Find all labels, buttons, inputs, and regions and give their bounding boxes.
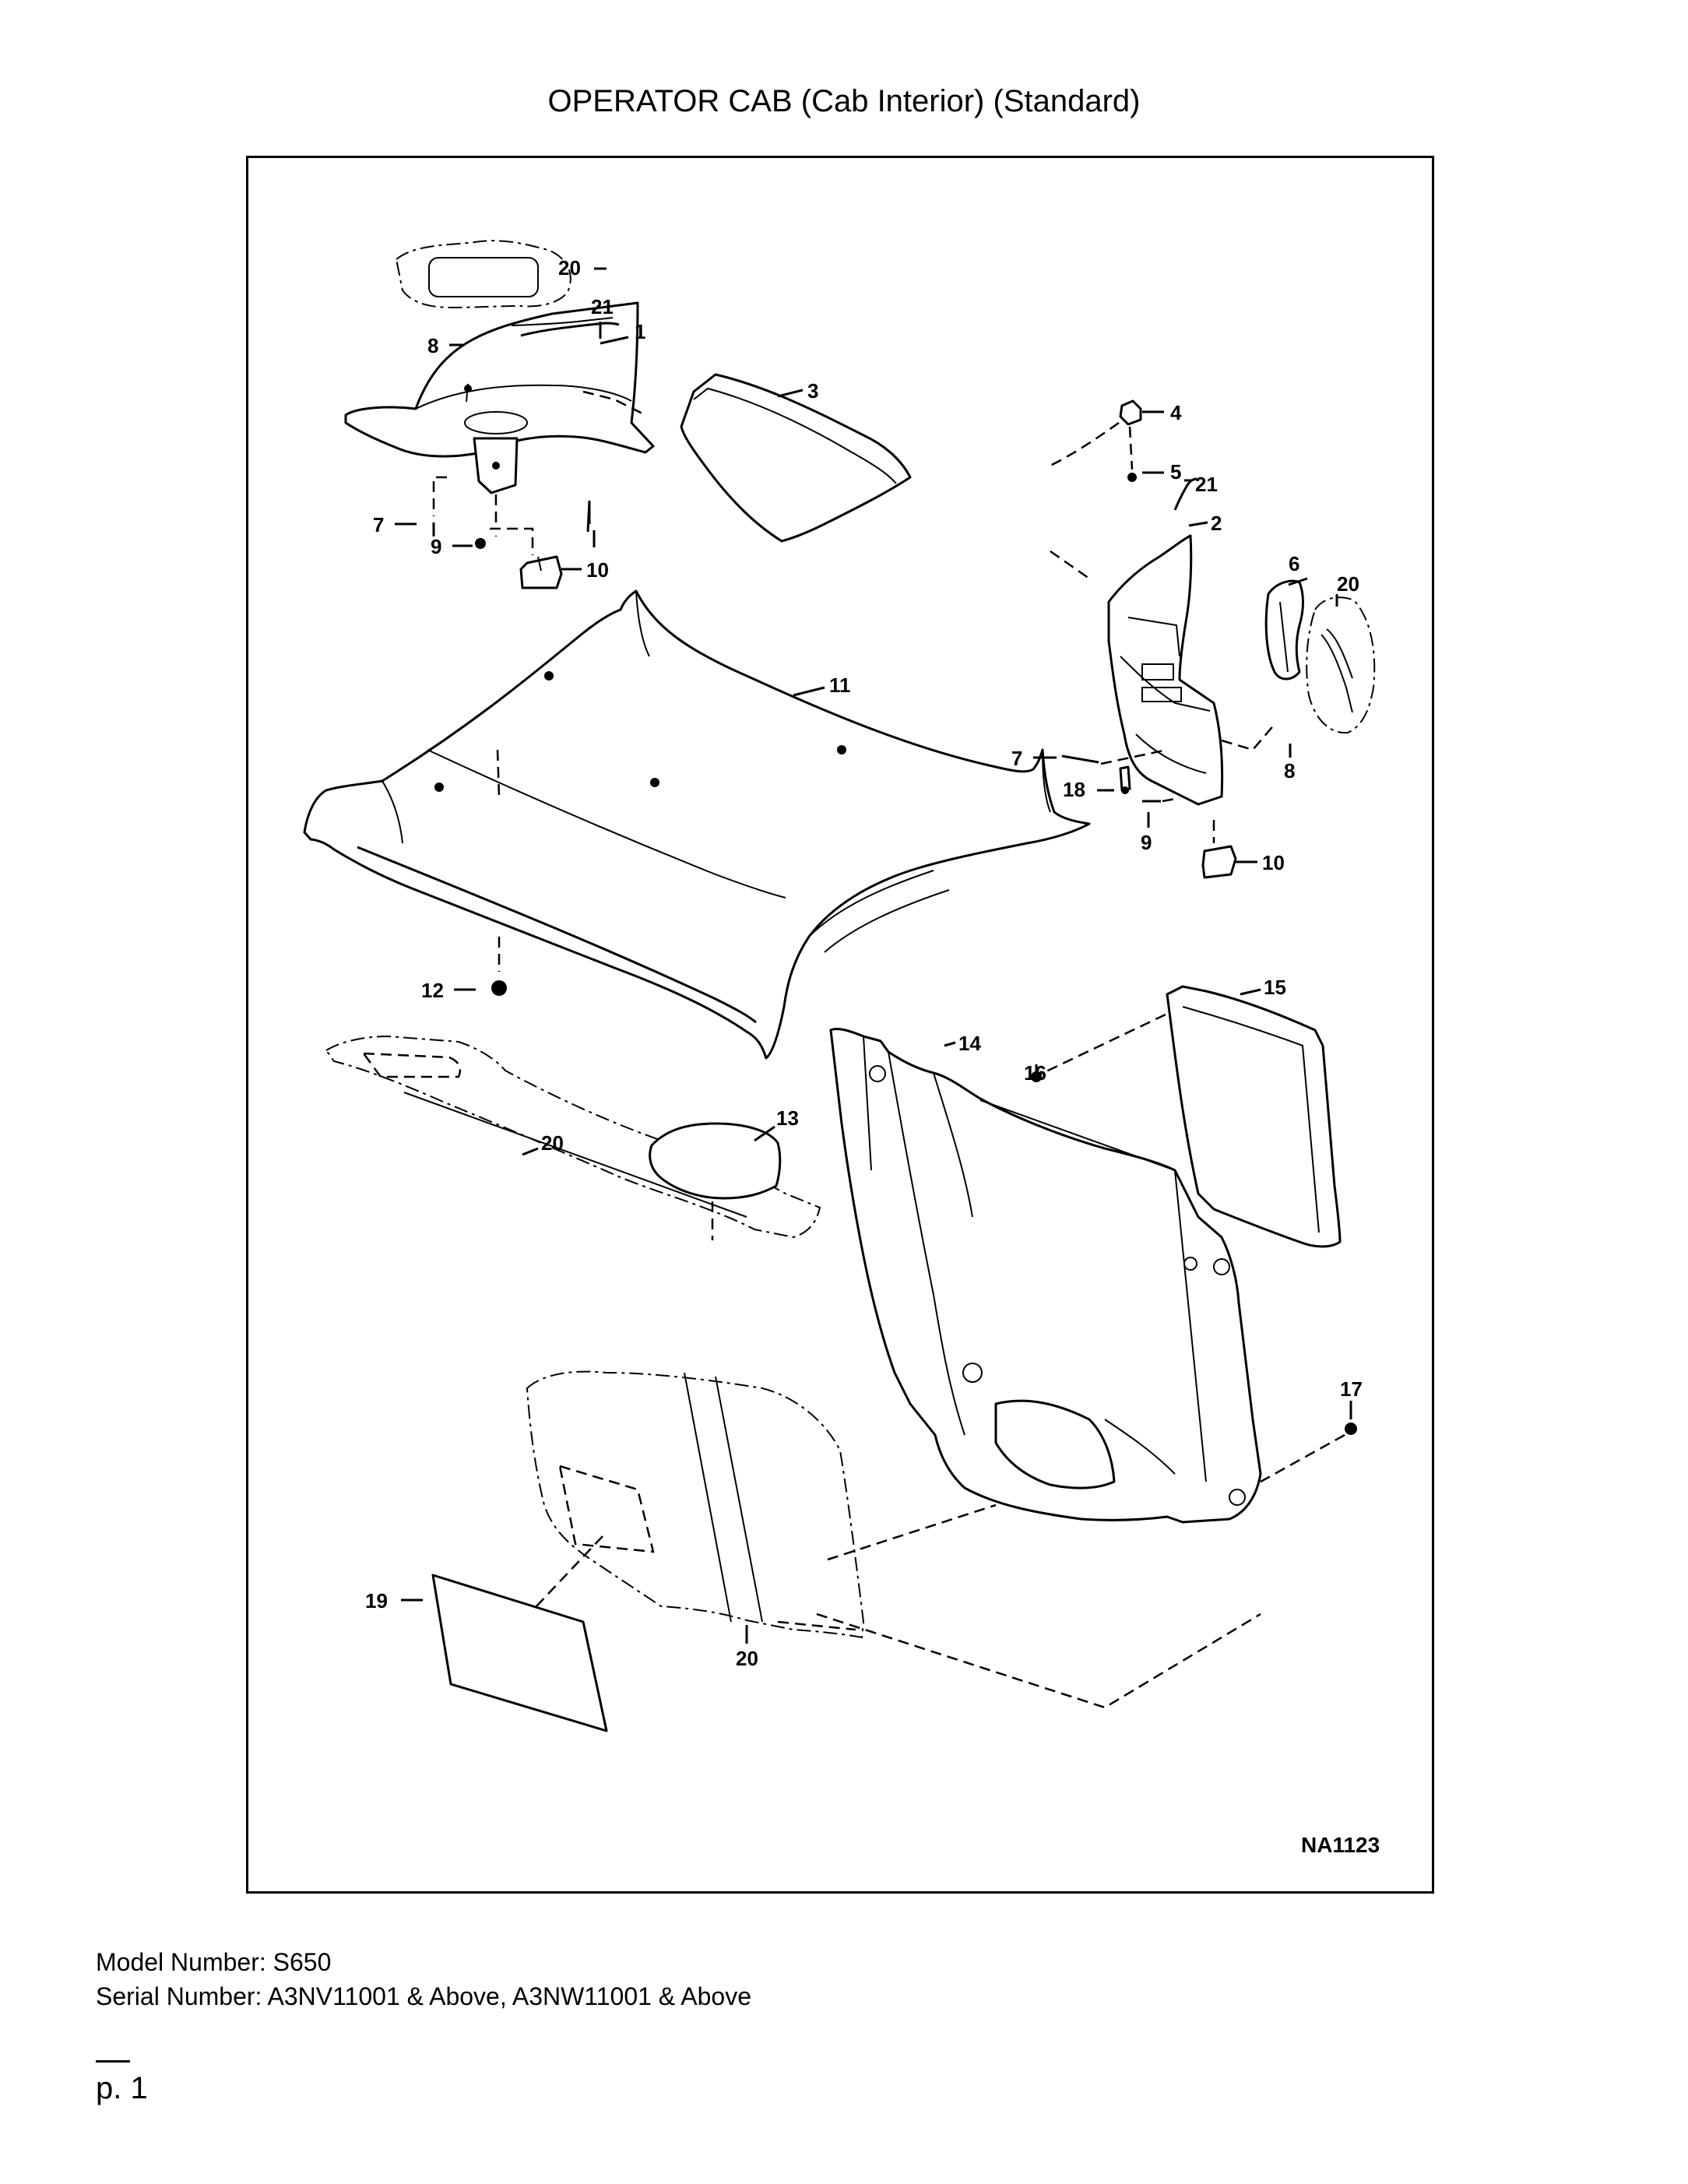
callout-20-d: 20 <box>736 1647 758 1670</box>
page-number-rule <box>96 2060 130 2063</box>
callout-10-b: 10 <box>1262 851 1285 874</box>
callout-5: 5 <box>1170 460 1181 484</box>
callout-19: 19 <box>365 1589 388 1613</box>
callout-6: 6 <box>1289 552 1299 575</box>
part-2-right-corner-trim <box>1050 477 1224 806</box>
diagram-reference-code: NA1123 <box>1301 1833 1380 1857</box>
callout-2: 2 <box>1211 512 1222 535</box>
hardware-7-18-9-10-right <box>1061 748 1237 879</box>
callout-3: 3 <box>807 379 818 403</box>
part-3-header-panel <box>582 373 912 543</box>
callout-4: 4 <box>1170 401 1182 424</box>
diagram-frame: 20 21 1 8 3 4 5 21 2 7 9 10 6 2 <box>246 156 1434 1894</box>
callout-1: 1 <box>635 320 645 343</box>
callout-21-b: 21 <box>1195 473 1218 496</box>
page-number: p. 1 <box>96 2071 148 2105</box>
callout-18: 18 <box>1063 778 1085 801</box>
page-title: OPERATOR CAB (Cab Interior) (Standard) <box>547 84 1141 118</box>
parts-4-5-clips <box>1050 399 1142 482</box>
part-1-left-corner-trim <box>344 240 655 494</box>
callout-11: 11 <box>829 673 851 697</box>
callout-14: 14 <box>958 1032 981 1055</box>
callout-7-a: 7 <box>373 513 384 536</box>
part-6-vent-cover <box>1221 579 1304 751</box>
part-13-pad <box>649 1122 782 1240</box>
exploded-parts-diagram: 20 21 1 8 3 4 5 21 2 7 9 10 6 2 <box>303 240 1380 1857</box>
callout-20-c: 20 <box>541 1131 564 1155</box>
callout-9-b: 9 <box>1141 831 1152 854</box>
hardware-7-9-10-left <box>432 476 596 589</box>
callout-16: 16 <box>1024 1061 1046 1085</box>
serial-number: Serial Number: A3NV11001 & Above, A3NW11… <box>96 1982 751 2010</box>
model-number: Model Number: S650 <box>96 1948 332 1976</box>
part-20-phantom-right <box>1306 596 1376 734</box>
callout-8-a: 8 <box>427 334 438 357</box>
callout-13: 13 <box>776 1106 799 1130</box>
part-11-headliner <box>303 589 1091 1060</box>
callout-17: 17 <box>1340 1377 1363 1401</box>
part-20-phantom-lower <box>526 1370 1261 1709</box>
callout-20-a: 20 <box>558 256 581 280</box>
part-14-rear-panel <box>829 1027 1262 1524</box>
callout-20-b: 20 <box>1337 572 1359 596</box>
part-17-fastener <box>1260 1423 1357 1483</box>
callout-9-a: 9 <box>431 535 441 558</box>
callout-labels: 20 21 1 8 3 4 5 21 2 7 9 10 6 2 <box>365 256 1363 1670</box>
callout-10-a: 10 <box>586 558 609 582</box>
part-15-rear-window-panel <box>1031 985 1342 1248</box>
callout-15: 15 <box>1264 976 1286 999</box>
callout-21-a: 21 <box>591 295 614 318</box>
callout-8-b: 8 <box>1284 759 1295 783</box>
part-19-pad <box>431 1574 608 1732</box>
callout-7-b: 7 <box>1011 747 1022 770</box>
callout-12: 12 <box>421 979 444 1002</box>
